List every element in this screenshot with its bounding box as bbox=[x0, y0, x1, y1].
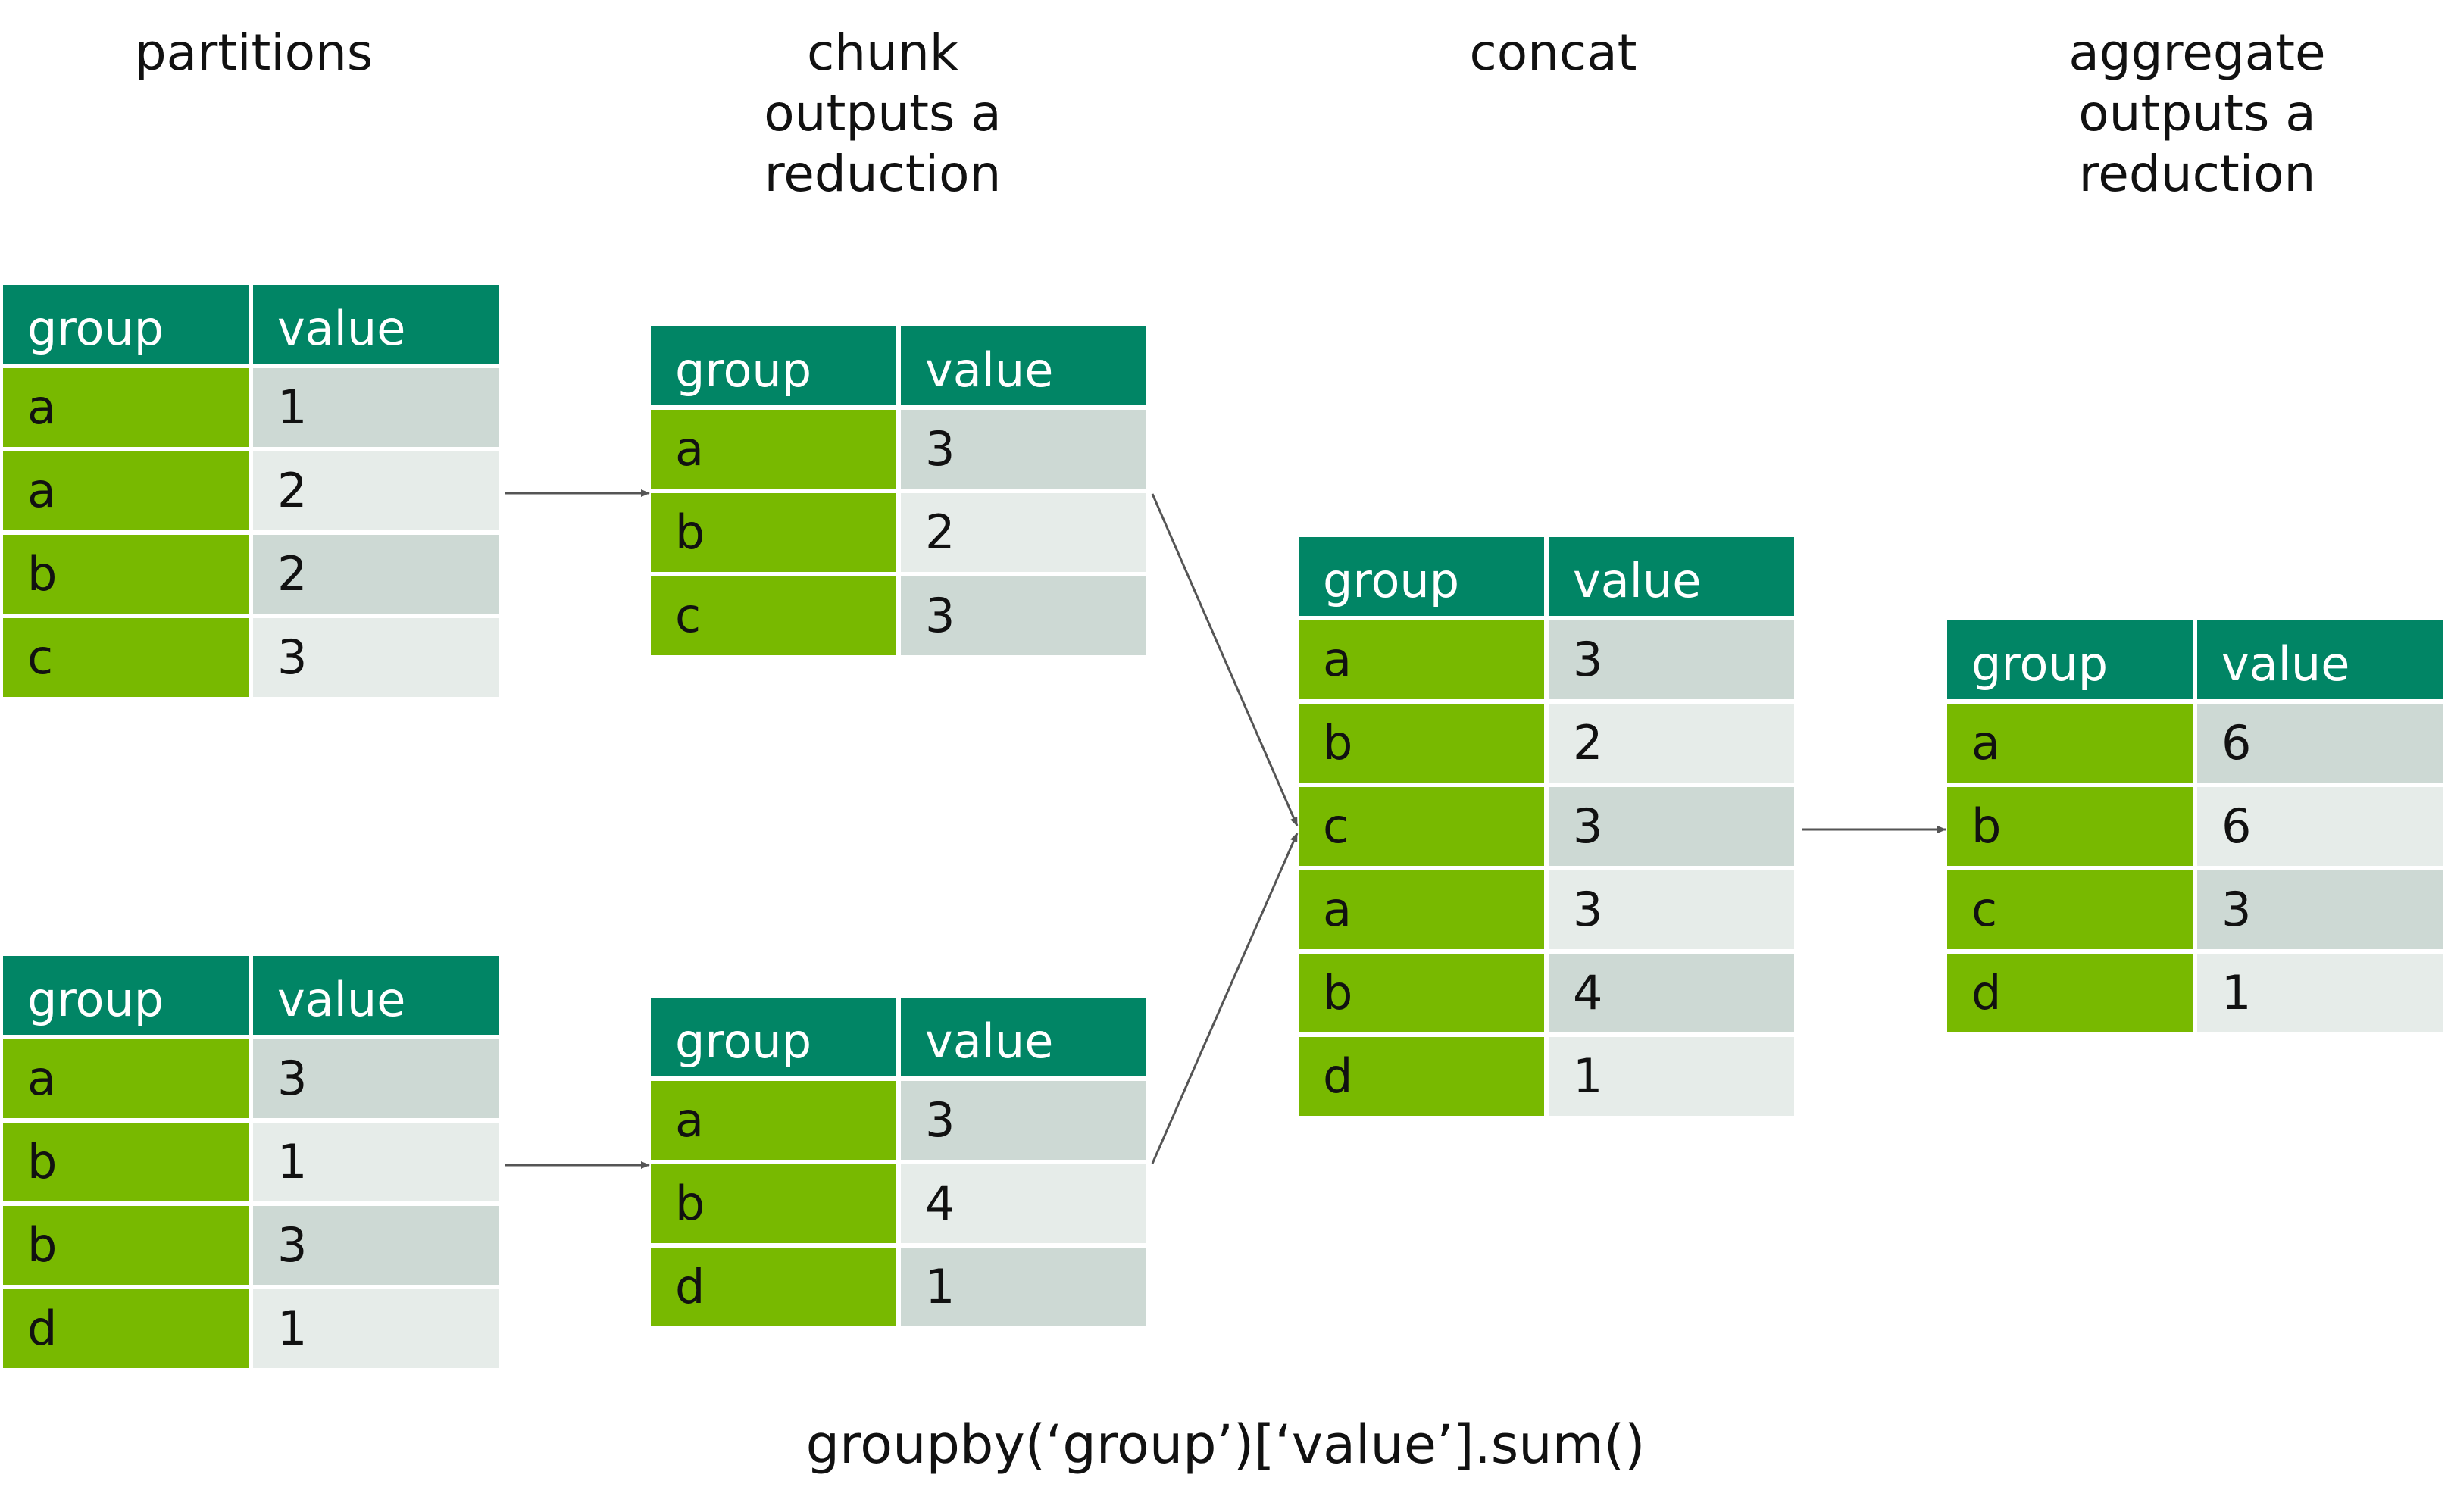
cell-value: 3 bbox=[1549, 787, 1799, 870]
cell-group: a bbox=[1299, 870, 1549, 954]
cell-value: 1 bbox=[253, 1289, 503, 1373]
header-group: group bbox=[1947, 620, 2197, 704]
cell-value: 4 bbox=[901, 1164, 1151, 1248]
cell-value: 1 bbox=[1549, 1037, 1799, 1120]
header-value: value bbox=[901, 998, 1151, 1081]
cell-value: 3 bbox=[253, 1206, 503, 1289]
cell-value: 1 bbox=[253, 1123, 503, 1206]
cell-value: 4 bbox=[1549, 954, 1799, 1037]
cell-value: 1 bbox=[2197, 954, 2447, 1037]
cell-value: 3 bbox=[2197, 870, 2447, 954]
cell-value: 1 bbox=[253, 368, 503, 451]
cell-value: 2 bbox=[1549, 704, 1799, 787]
cell-group: a bbox=[651, 410, 901, 493]
cell-group: d bbox=[1299, 1037, 1549, 1120]
header-value: value bbox=[253, 285, 503, 368]
cell-group: b bbox=[1299, 704, 1549, 787]
cell-group: b bbox=[3, 1123, 253, 1206]
header-value: value bbox=[1549, 537, 1799, 620]
cell-group: a bbox=[1947, 704, 2197, 787]
heading-chunk: chunk outputs a reduction bbox=[764, 23, 1002, 203]
heading-aggregate: aggregate outputs a reduction bbox=[2068, 23, 2326, 203]
header-group: group bbox=[1299, 537, 1549, 620]
cell-group: a bbox=[3, 1039, 253, 1123]
arrow-chunk-2-to-concat bbox=[1151, 833, 1299, 1164]
header-value: value bbox=[2197, 620, 2447, 704]
cell-group: a bbox=[3, 451, 253, 535]
cell-group: c bbox=[651, 576, 901, 660]
cell-value: 3 bbox=[1549, 620, 1799, 704]
cell-value: 6 bbox=[2197, 704, 2447, 787]
arrow-chunk-1-to-concat bbox=[1151, 493, 1299, 826]
header-group: group bbox=[3, 285, 253, 368]
cell-value: 2 bbox=[253, 451, 503, 535]
cell-value: 3 bbox=[1549, 870, 1799, 954]
cell-group: b bbox=[3, 535, 253, 618]
cell-group: b bbox=[3, 1206, 253, 1289]
cell-group: c bbox=[1947, 870, 2197, 954]
cell-value: 2 bbox=[253, 535, 503, 618]
cell-group: d bbox=[1947, 954, 2197, 1037]
cell-value: 3 bbox=[253, 1039, 503, 1123]
heading-partitions: partitions bbox=[134, 23, 374, 82]
cell-value: 3 bbox=[901, 1081, 1151, 1164]
cell-value: 3 bbox=[901, 410, 1151, 493]
header-group: group bbox=[651, 326, 901, 410]
cell-group: b bbox=[651, 493, 901, 576]
header-value: value bbox=[253, 956, 503, 1039]
cell-value: 6 bbox=[2197, 787, 2447, 870]
caption: groupby(‘group’)[‘value’].sum() bbox=[805, 1414, 1646, 1476]
cell-value: 2 bbox=[901, 493, 1151, 576]
cell-group: b bbox=[651, 1164, 901, 1248]
cell-value: 3 bbox=[253, 618, 503, 701]
cell-group: d bbox=[651, 1248, 901, 1331]
cell-value: 1 bbox=[901, 1248, 1151, 1331]
header-group: group bbox=[651, 998, 901, 1081]
heading-concat: concat bbox=[1469, 23, 1637, 82]
header-group: group bbox=[3, 956, 253, 1039]
header-value: value bbox=[901, 326, 1151, 410]
cell-group: c bbox=[3, 618, 253, 701]
cell-group: c bbox=[1299, 787, 1549, 870]
cell-group: d bbox=[3, 1289, 253, 1373]
cell-group: a bbox=[3, 368, 253, 451]
cell-value: 3 bbox=[901, 576, 1151, 660]
cell-group: a bbox=[651, 1081, 901, 1164]
cell-group: b bbox=[1299, 954, 1549, 1037]
cell-group: a bbox=[1299, 620, 1549, 704]
cell-group: b bbox=[1947, 787, 2197, 870]
